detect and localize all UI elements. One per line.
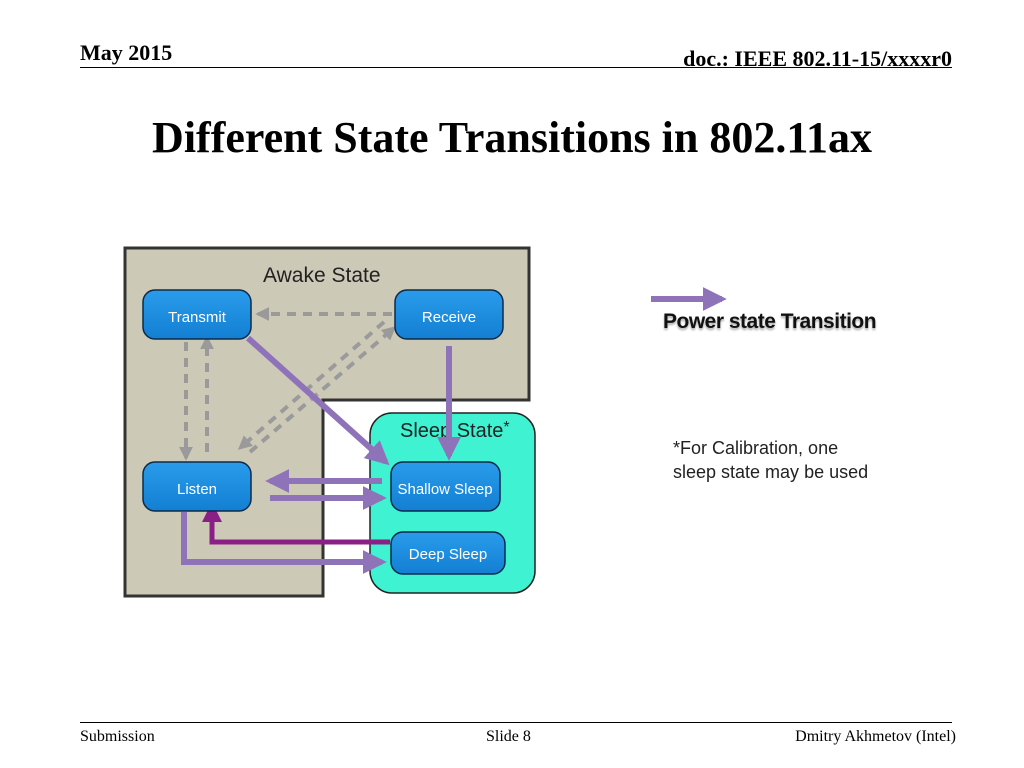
power-arrow-transmit-to-shallow-sleep [245, 335, 390, 466]
calibration-note: *For Calibration, one sleep state may be… [673, 438, 869, 482]
power-arrow-listen-to-deep-sleep [181, 512, 387, 574]
footer-author: Dmitry Akhmetov (Intel) [795, 728, 956, 745]
slide-title: Different State Transitions in 802.11ax [152, 113, 872, 162]
legend-label: Power state Transition [663, 310, 877, 333]
state-deep-sleep-label: Deep Sleep [409, 546, 487, 563]
awake-state-label: Awake State [263, 264, 381, 287]
deep-arrow-deep-sleep-to-listen [202, 502, 390, 545]
state-transmit: Transmit [142, 289, 252, 340]
state-shallow-sleep-label: Shallow Sleep [397, 481, 492, 498]
state-deep-sleep: Deep Sleep [390, 531, 506, 575]
header-doc-id: doc.: IEEE 802.11-15/xxxxr0 [683, 46, 952, 71]
state-receive: Receive [394, 289, 504, 340]
footer-slide-number: Slide 8 [486, 728, 531, 745]
footer-submission: Submission [80, 728, 155, 745]
state-shallow-sleep: Shallow Sleep [390, 461, 501, 512]
state-receive-label: Receive [422, 309, 476, 326]
header-date: May 2015 [80, 40, 173, 65]
sleep-state-label: Sleep State* [400, 419, 510, 442]
sleep-asterisk: * [503, 419, 509, 436]
header-divider [80, 67, 952, 68]
state-listen-label: Listen [177, 481, 217, 498]
state-listen: Listen [142, 461, 252, 512]
footer-divider [80, 722, 952, 723]
state-transmit-label: Transmit [168, 309, 227, 326]
